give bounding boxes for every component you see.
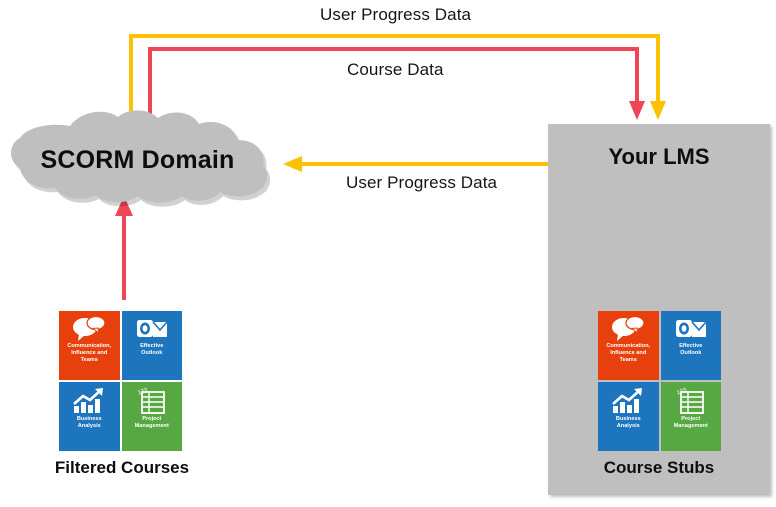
edge-label-user-progress-mid: User Progress Data: [346, 173, 498, 192]
course-stubs-caption: Course Stubs: [603, 458, 715, 477]
outlook-envelope-icon: [136, 320, 168, 337]
bar-chart-arrow-icon: [73, 388, 104, 413]
cloud-shape-icon: [11, 110, 271, 207]
filtered-courses-caption: Filtered Courses: [54, 458, 190, 477]
your-lms-title: Your LMS: [608, 144, 710, 169]
bar-chart-arrow-icon: [612, 388, 643, 413]
scorm-domain-label: SCORM Domain: [40, 145, 235, 174]
speech-bubbles-icon: [612, 316, 645, 341]
edge-label-user-progress-top: User Progress Data: [320, 5, 472, 24]
edge-user-progress-mid: [283, 156, 548, 172]
speech-bubbles-icon: [73, 316, 106, 341]
scorm-domain-cloud[interactable]: SCORM Domain: [8, 110, 293, 210]
outlook-envelope-icon: [675, 320, 707, 337]
edge-label-course-data: Course Data: [347, 60, 444, 79]
edge-filtered-courses-up: [115, 196, 133, 300]
table-grid-icon: 123: [676, 387, 704, 414]
your-lms-box[interactable]: Your LMS: [548, 124, 770, 495]
table-grid-icon: 123: [137, 387, 165, 414]
